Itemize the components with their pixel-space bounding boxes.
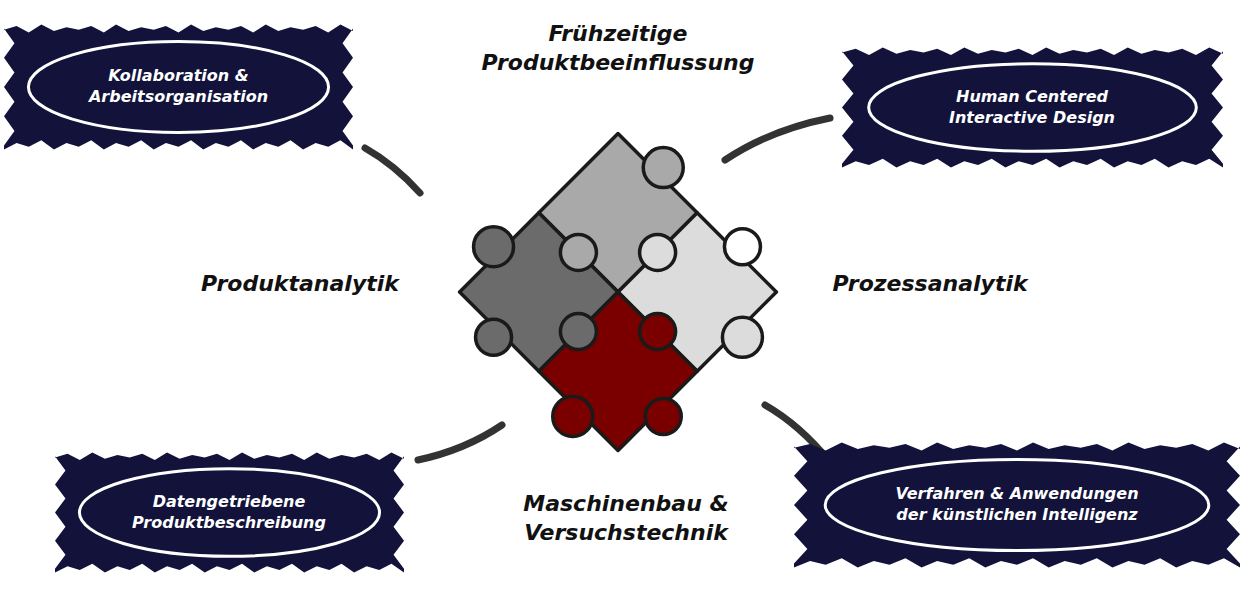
node-text: Human Centered Interactive Design: [917, 87, 1147, 129]
brush-ellipse-node: Datengetriebene Produktbeschreibung: [55, 450, 404, 575]
node-text: Kollaboration & Arbeitsorganisation: [74, 66, 284, 108]
topic-label: Produktanalytik: [170, 270, 430, 299]
node-text: Verfahren & Anwendungen der künstlichen …: [882, 484, 1152, 526]
leader-lines: [365, 118, 830, 462]
topic-label: Frühzeitige Produktbeeinflussung: [458, 20, 778, 77]
topic-label: Prozessanalytik: [800, 270, 1060, 299]
brush-ellipse-node: Verfahren & Anwendungen der künstlichen …: [794, 440, 1240, 570]
brush-ellipse-node: Human Centered Interactive Design: [842, 45, 1223, 170]
brush-ellipse-node: Kollaboration & Arbeitsorganisation: [4, 22, 353, 152]
topic-label: Maschinenbau & Versuchstechnik: [496, 490, 756, 547]
node-text: Datengetriebene Produktbeschreibung: [124, 492, 334, 534]
